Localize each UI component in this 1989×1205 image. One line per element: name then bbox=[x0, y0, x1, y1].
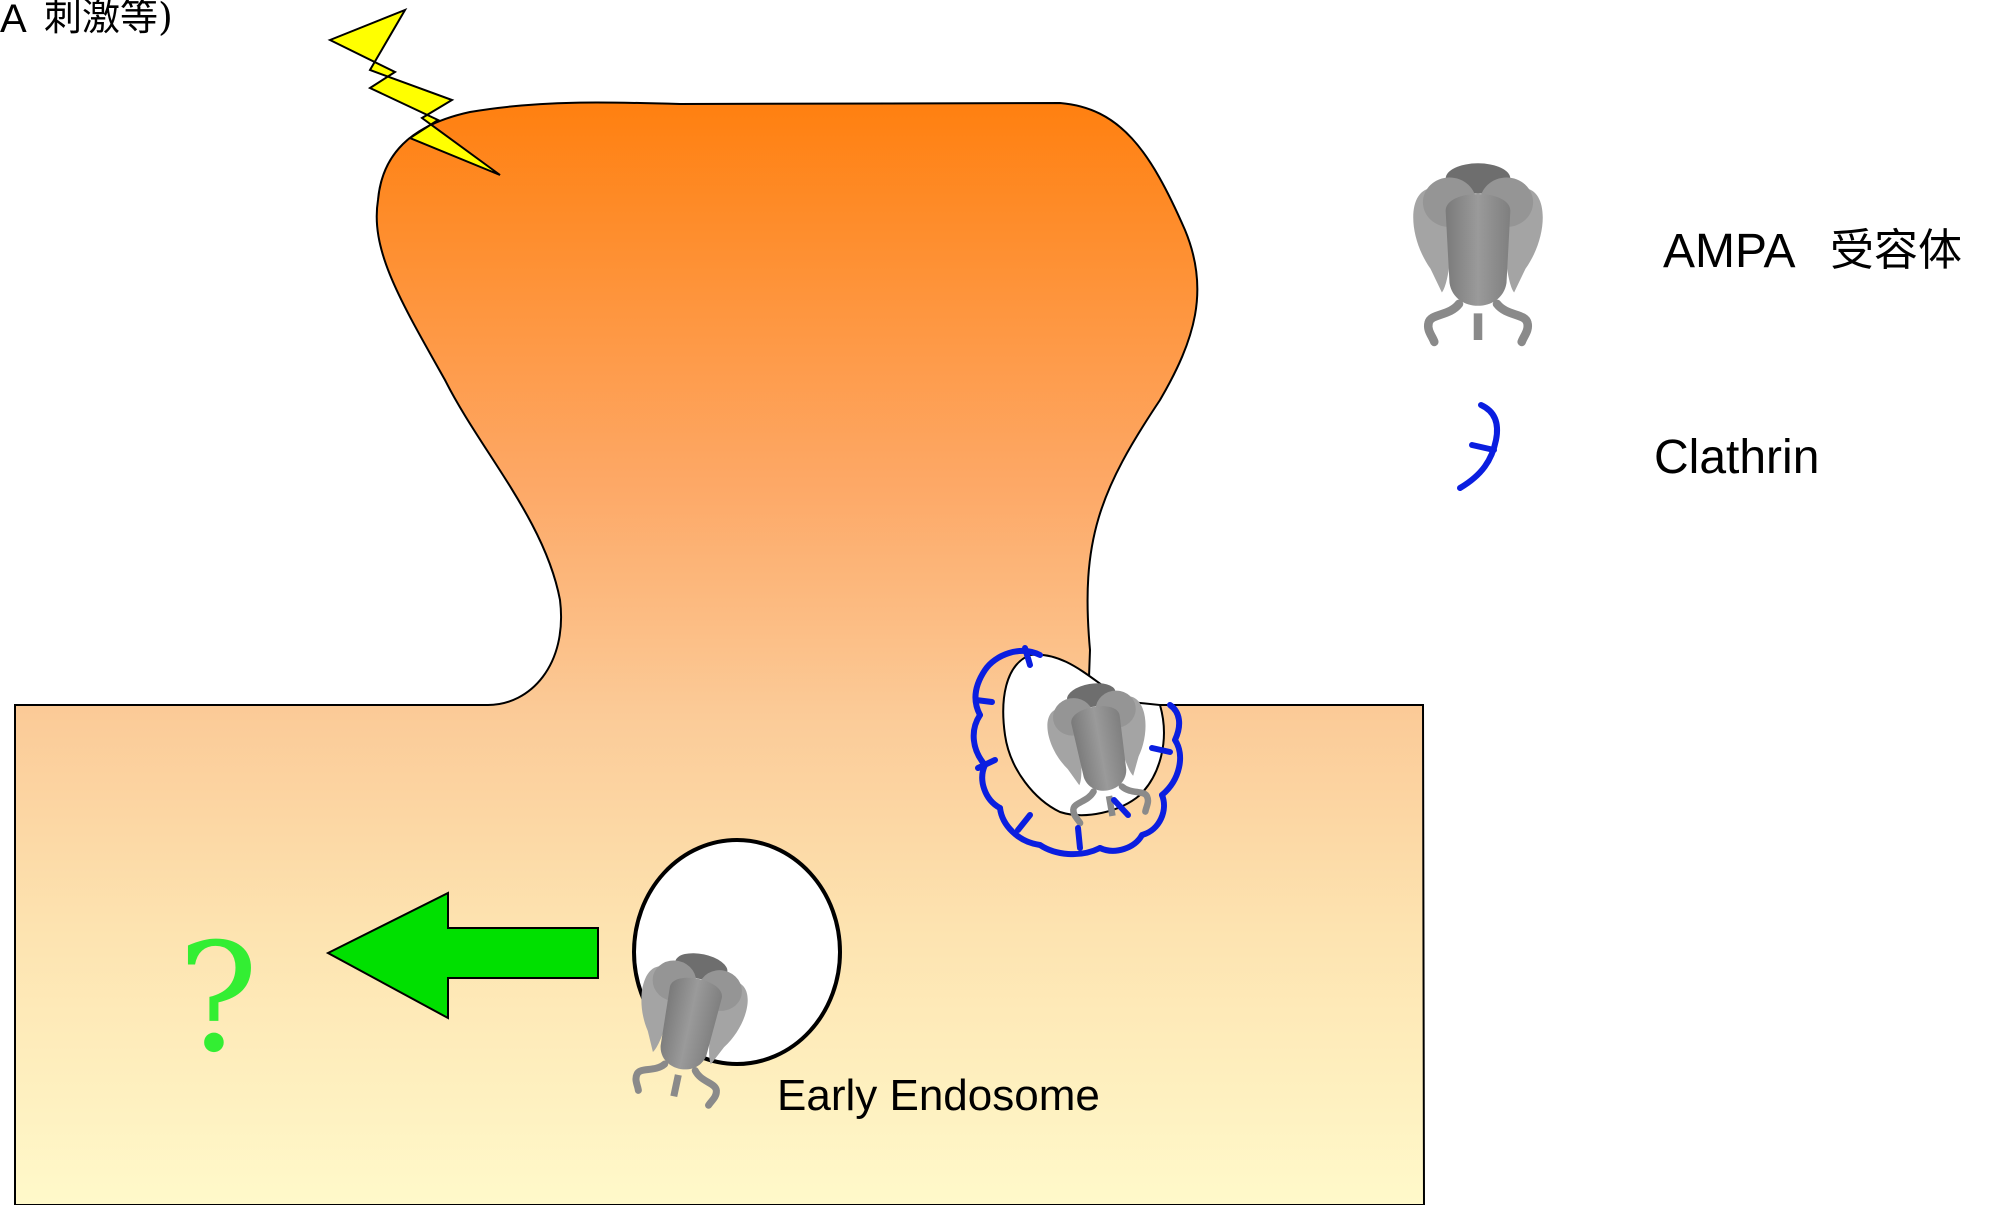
ampa-receptor-icon bbox=[1413, 163, 1543, 342]
clathrin-icon bbox=[1460, 405, 1497, 488]
early-endosome-label: Early Endosome bbox=[777, 1071, 1100, 1120]
legend-ampa-label-cjk: 受容体 bbox=[1830, 225, 1962, 276]
header-caption-prefix: A bbox=[0, 0, 27, 41]
legend-ampa-label-prefix: AMPA bbox=[1663, 225, 1795, 278]
legend: AMPA 受容体 Clathrin bbox=[1413, 163, 1962, 488]
legend-clathrin-label: Clathrin bbox=[1654, 431, 1819, 484]
header-caption-cjk: 刺激等) bbox=[44, 0, 173, 39]
question-mark: ? bbox=[178, 912, 258, 1086]
